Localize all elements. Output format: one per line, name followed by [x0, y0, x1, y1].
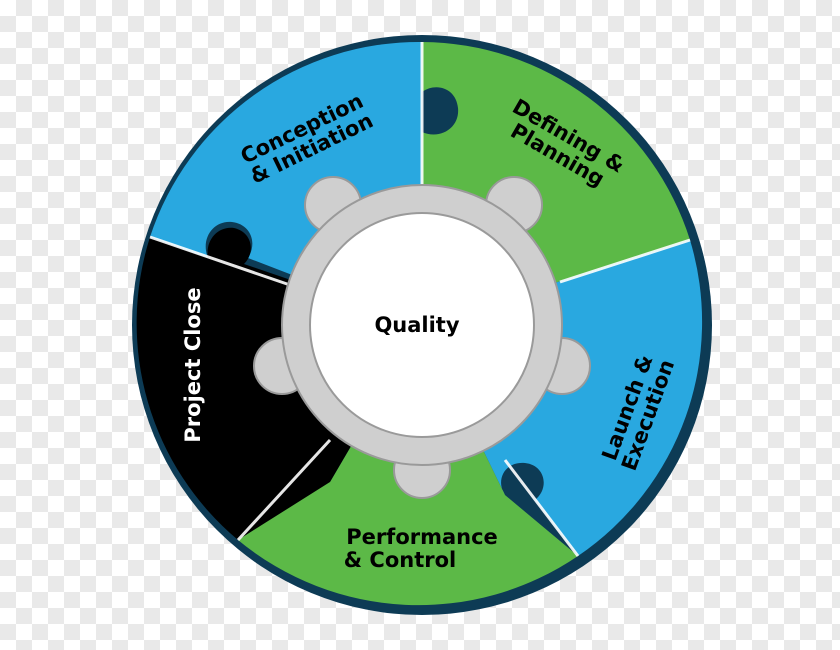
- performance-label-line2: & Control: [344, 548, 456, 572]
- project-close-label: Project Close: [181, 287, 205, 442]
- segment-seams: [149, 42, 691, 557]
- gear-hub: [309, 212, 535, 438]
- performance-label-line1: Performance: [346, 525, 498, 549]
- center-label: Quality: [374, 313, 459, 337]
- gear: [253, 176, 591, 499]
